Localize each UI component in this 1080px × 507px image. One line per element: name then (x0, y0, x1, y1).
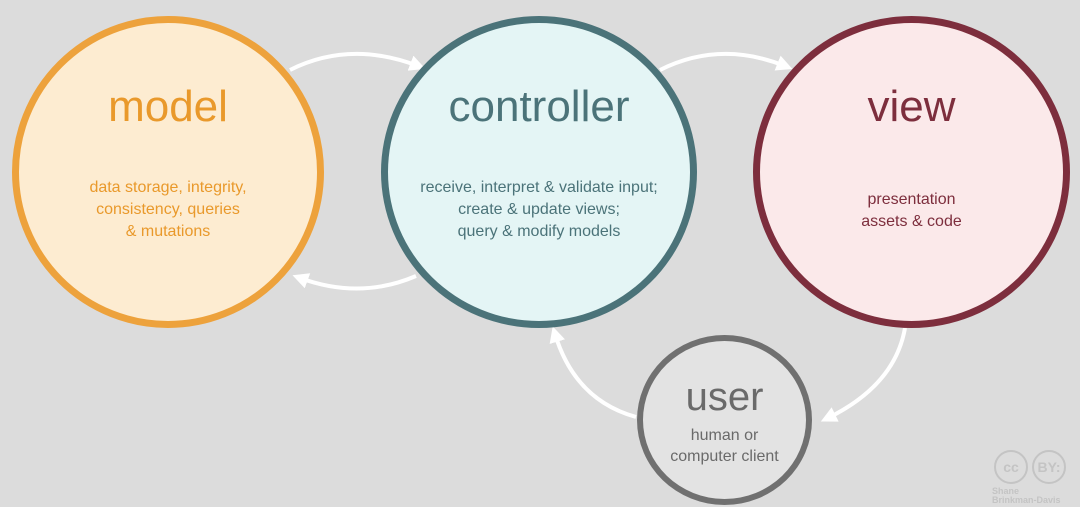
view-description: presentation assets & code (861, 189, 962, 233)
controller-desc-line: receive, interpret & validate input; (420, 179, 658, 196)
model-title: model (108, 82, 228, 131)
model-desc-line: & mutations (125, 223, 211, 240)
view-title: view (867, 82, 956, 131)
view-desc-line: presentation (867, 191, 956, 208)
controller-description: receive, interpret & validate input; cre… (420, 177, 657, 243)
user-description: human or computer client (670, 425, 779, 467)
arrow-view-to-user (820, 327, 907, 422)
arrow-controller-to-view (659, 52, 793, 72)
controller-desc-line: query & modify models (457, 223, 621, 240)
author-name: Shane Brinkman-Davis (992, 487, 1061, 505)
user-title: user (685, 375, 764, 419)
controller-desc-line: create & update views; (458, 201, 620, 218)
author-line: Shane (992, 486, 1020, 496)
user-desc-line: human or (690, 427, 759, 444)
attribution-icon: BY: (1032, 450, 1066, 484)
controller-title: controller (448, 82, 630, 131)
controller-circle: controller receive, interpret & validate… (381, 16, 697, 328)
creative-commons-icon: cc (994, 450, 1028, 484)
arrow-user-to-controller (549, 326, 637, 419)
arrow-controller-to-model (292, 273, 417, 291)
model-desc-line: data storage, integrity, (89, 179, 247, 196)
author-line: Brinkman-Davis (992, 495, 1061, 505)
view-circle: view presentation assets & code (753, 16, 1070, 328)
model-desc-line: consistency, queries (96, 201, 240, 218)
user-circle: user human or computer client (637, 335, 812, 505)
view-desc-line: assets & code (861, 213, 962, 230)
model-description: data storage, integrity, consistency, qu… (89, 177, 246, 243)
user-desc-line: computer client (670, 448, 779, 465)
model-circle: model data storage, integrity, consisten… (12, 16, 324, 328)
arrow-model-to-controller (289, 52, 426, 72)
cc-license-badge: cc BY: Shane Brinkman-Davis (990, 450, 1074, 505)
